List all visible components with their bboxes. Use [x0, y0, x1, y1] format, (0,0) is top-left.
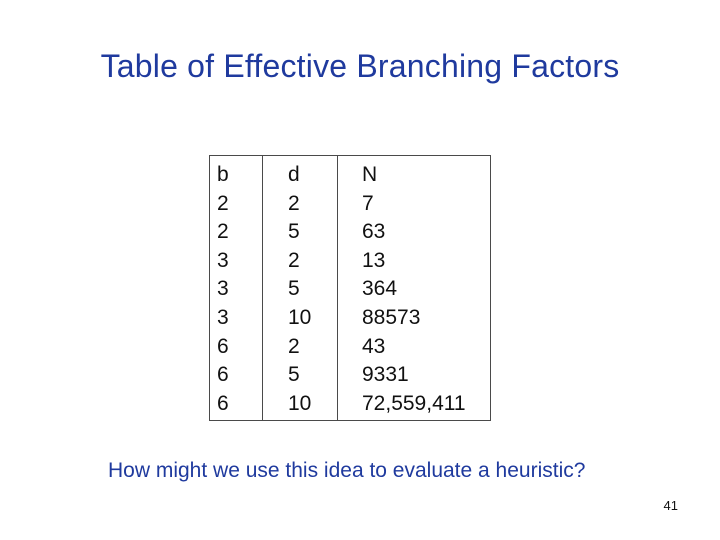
- question-text: How might we use this idea to evaluate a…: [108, 459, 586, 482]
- cell-d: 2: [288, 334, 300, 358]
- header-b: b: [217, 163, 229, 186]
- cell-b: 6: [217, 363, 229, 387]
- cell-n: 88573: [362, 305, 421, 329]
- cell-d: 5: [288, 277, 300, 301]
- cell-b: 2: [217, 220, 229, 244]
- cell-n: 364: [362, 277, 398, 301]
- column-divider: [337, 156, 338, 420]
- column-divider: [262, 156, 263, 420]
- header-n: N: [362, 163, 378, 186]
- page-number: 41: [663, 498, 678, 513]
- cell-d: 10: [288, 305, 312, 329]
- cell-b: 3: [217, 305, 229, 329]
- cell-n: 63: [362, 220, 386, 244]
- cell-d: 2: [288, 248, 300, 272]
- cell-n: 72,559,411: [362, 391, 466, 415]
- cell-n: 43: [362, 334, 386, 358]
- cell-n: 13: [362, 248, 386, 272]
- column-b: b 2 2 3 3 3 6 6 6: [217, 161, 229, 418]
- cell-d: 2: [288, 191, 300, 215]
- cell-b: 6: [217, 391, 229, 415]
- header-d: d: [288, 163, 300, 186]
- cell-b: 3: [217, 277, 229, 301]
- column-n: N 7 63 13 364 88573 43 9331 72,559,411: [362, 161, 466, 418]
- cell-n: 7: [362, 191, 374, 215]
- slide-title: Table of Effective Branching Factors: [100, 48, 620, 84]
- column-d: d 2 5 2 5 10 2 5 10: [288, 161, 311, 418]
- branching-factor-table: b 2 2 3 3 3 6 6 6 d 2 5 2 5 10 2 5 10 N …: [209, 155, 491, 421]
- cell-d: 10: [288, 391, 312, 415]
- cell-d: 5: [288, 220, 300, 244]
- cell-b: 6: [217, 334, 229, 358]
- cell-b: 2: [217, 191, 229, 215]
- cell-d: 5: [288, 363, 300, 387]
- cell-n: 9331: [362, 363, 409, 387]
- cell-b: 3: [217, 248, 229, 272]
